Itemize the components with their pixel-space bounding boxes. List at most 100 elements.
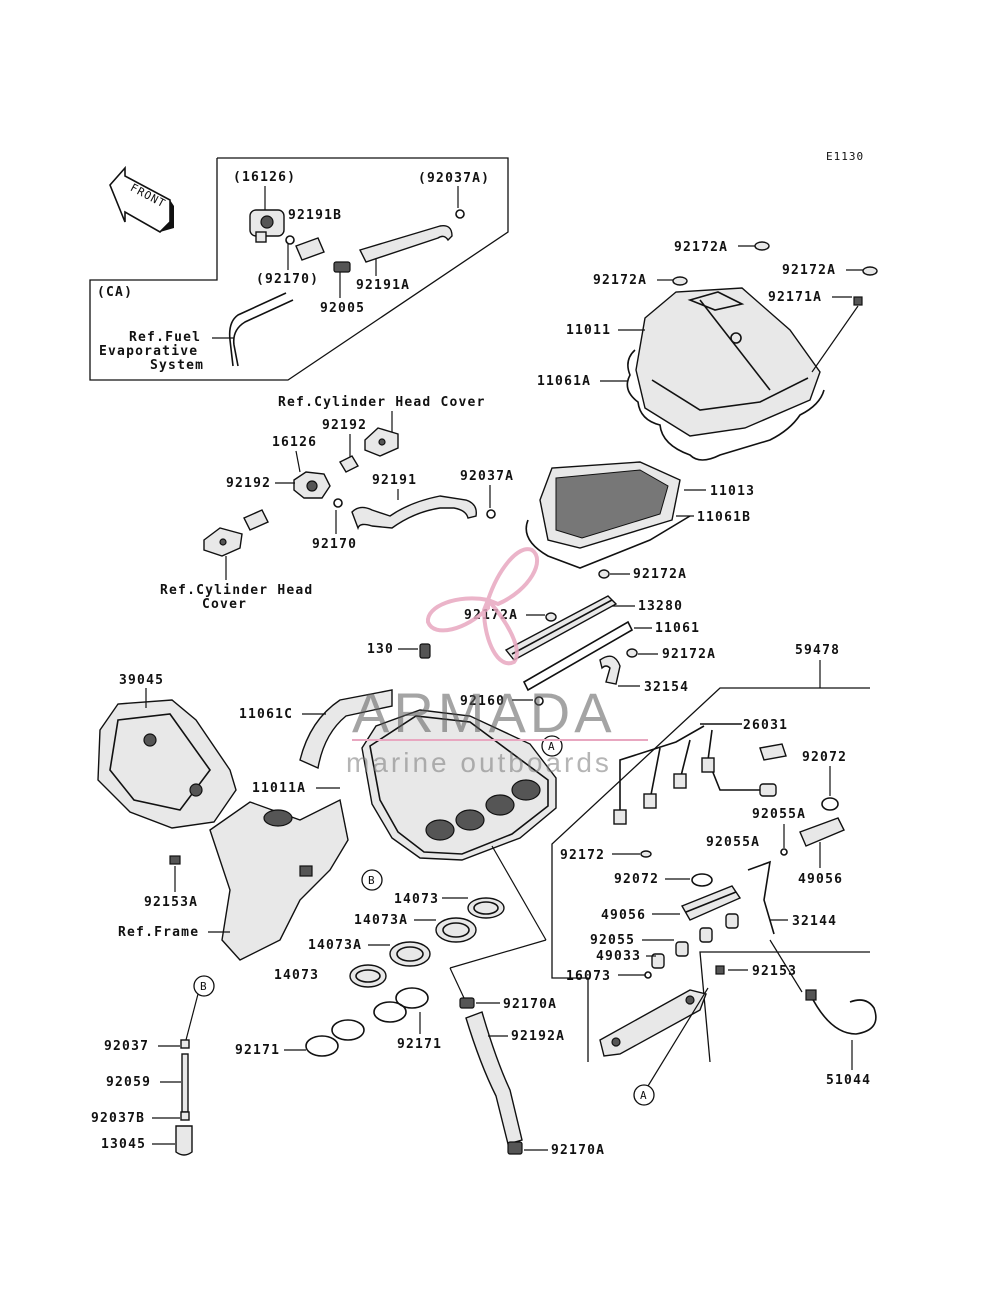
label-16073: 16073	[566, 969, 611, 984]
clamp-92171-1	[373, 987, 429, 1023]
label-13045: 13045	[101, 1137, 146, 1152]
ref-cylinder-head-cover-top: Ref.Cylinder Head Cover	[278, 395, 486, 410]
screw-92172A-1	[754, 241, 770, 251]
bolt-92153	[715, 965, 725, 975]
clamp-92170A-2	[507, 1141, 523, 1155]
injector-rail	[680, 885, 742, 921]
callout-A-bottom: A	[633, 1084, 655, 1106]
label-92170A-2: 92170A	[551, 1143, 605, 1158]
grommet-92160	[534, 696, 544, 706]
label-16126: 16126	[272, 435, 317, 450]
pipe-32144	[747, 860, 775, 935]
label-14073-b: 14073	[274, 968, 319, 983]
ref-frame: Ref.Frame	[118, 925, 199, 940]
label-11011: 11011	[566, 323, 611, 338]
ca-clamp-2	[285, 235, 295, 245]
hose-32154	[599, 655, 621, 685]
label-92172: 92172	[560, 848, 605, 863]
clamp-92037A	[486, 509, 496, 519]
label-92037: 92037	[104, 1039, 149, 1054]
air-cleaner-gasket-upper	[626, 349, 825, 461]
ca-hose-long	[359, 225, 453, 263]
svg-text:B: B	[368, 874, 376, 887]
label-92192-top: 92192	[322, 418, 367, 433]
air-cleaner-upper-housing	[635, 287, 821, 437]
bolt-92153A	[169, 855, 181, 865]
seal-16073	[644, 971, 652, 979]
svg-text:A: A	[640, 1089, 648, 1102]
ref-cylinder-head-left-1: Ref.Cylinder Head	[160, 583, 313, 598]
clamp-92170A-1	[459, 997, 475, 1009]
label-92160: 92160	[460, 694, 505, 709]
label-92170A-1: 92170A	[503, 997, 557, 1012]
label-14073: 14073	[394, 892, 439, 907]
label-11013: 11013	[710, 484, 755, 499]
label-14073A-2: 14073A	[308, 938, 362, 953]
label-92037B: 92037B	[91, 1111, 145, 1126]
funnel-14073-2	[349, 964, 387, 988]
screw-92172A-2	[672, 276, 688, 286]
clamp-92072-b	[691, 873, 713, 887]
label-92172A-4: 92172A	[633, 567, 687, 582]
label-49056-b: 49056	[798, 872, 843, 887]
label-92059: 92059	[106, 1075, 151, 1090]
label-92153: 92153	[752, 964, 797, 979]
label-130: 130	[367, 642, 394, 657]
label-92171-a: 92171	[235, 1043, 280, 1058]
label-92171-b: 92171	[397, 1037, 442, 1052]
label-92153A: 92153A	[144, 895, 198, 910]
label-92171A: 92171A	[768, 290, 822, 305]
ca-joint	[333, 261, 351, 273]
clamp-92170	[333, 498, 343, 508]
valve-16126	[293, 471, 331, 499]
o-ring-92055A	[780, 848, 788, 856]
hose-92191	[351, 495, 477, 531]
label-92055: 92055	[590, 933, 635, 948]
ca-ref-line1: Ref.Fuel	[129, 330, 201, 345]
screw-92172A-4	[598, 569, 610, 579]
label-11061C: 11061C	[239, 707, 293, 722]
watermark-name: ARMADA	[352, 681, 616, 744]
label-92192-left: 92192	[226, 476, 271, 491]
label-92192A: 92192A	[511, 1029, 565, 1044]
air-box-lower	[361, 709, 557, 861]
label-59478: 59478	[795, 643, 840, 658]
ca-box-code: (CA)	[97, 285, 133, 300]
ca-clamp	[455, 209, 465, 219]
ca-ref-line3: System	[150, 358, 204, 373]
label-92191A: 92191A	[356, 278, 410, 293]
screw-92172A-5	[545, 612, 557, 622]
label-92055A-2: 92055A	[706, 835, 760, 850]
label-11011A: 11011A	[252, 781, 306, 796]
hose-51044	[805, 989, 877, 1035]
label-92072-a: 92072	[802, 750, 847, 765]
label-92191: 92191	[372, 473, 417, 488]
label-11061: 11061	[655, 621, 700, 636]
funnel-14073-1	[467, 897, 505, 919]
label-32144: 32144	[792, 914, 837, 929]
label-92191B: 92191B	[288, 208, 342, 223]
cylinder-head-cover-fitting-left	[203, 527, 243, 557]
cylinder-head-cover-fitting-top	[364, 427, 399, 457]
label-49033: 49033	[596, 949, 641, 964]
label-92172A-6: 92172A	[662, 647, 716, 662]
front-arrow-icon: FRONT	[109, 165, 174, 233]
svg-text:A: A	[548, 740, 556, 753]
frame-ref-part	[209, 798, 349, 961]
diagram-code: E1130	[826, 150, 864, 163]
clip-92171A	[853, 296, 863, 306]
air-filter-element	[525, 461, 691, 569]
label-16126-paren: (16126)	[233, 170, 296, 185]
wiring-harness-26031	[613, 723, 787, 825]
label-26031: 26031	[743, 718, 788, 733]
drain-tube	[175, 1039, 193, 1156]
label-92072-b: 92072	[614, 872, 659, 887]
label-11061A: 11061A	[537, 374, 591, 389]
ca-valve	[249, 209, 285, 243]
svg-text:B: B	[200, 980, 208, 993]
label-39045: 39045	[119, 673, 164, 688]
label-32154: 32154	[644, 680, 689, 695]
screw-92172	[640, 850, 652, 858]
